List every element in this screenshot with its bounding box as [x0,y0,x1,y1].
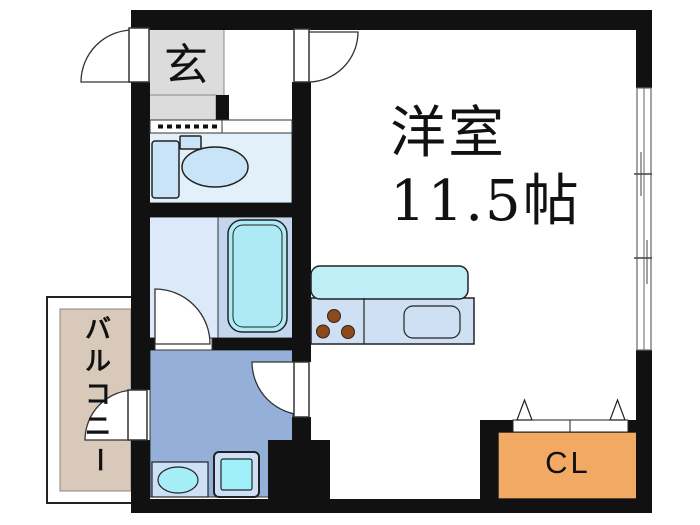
main-room-name: 洋室 [390,101,506,166]
wall-divider-seg3 [292,417,311,440]
bathtub [227,219,288,333]
balcony-char-4: ニ [84,411,111,442]
kitchen [310,265,475,345]
wall-divider-seg1 [292,22,311,28]
toilet-door-band [149,119,293,134]
kitchen-counter-top [310,265,469,300]
wall-bath-wash-left [150,338,155,350]
wall-bath-wash-right [212,338,292,350]
closet-label: CL [545,445,591,480]
mainroom-door [293,28,359,83]
washroom-door-leaf [293,361,310,418]
closet-door-triangle-right [609,398,626,421]
kitchen-sink [403,305,461,339]
closet-doors [512,398,629,433]
entrance-door [80,27,150,83]
balcony-label: バ ル コ ニ ー [81,315,115,473]
wall-right-top [636,10,652,88]
wall-right-bottom [636,350,652,512]
walls [131,10,652,513]
wall-pipe-block [268,440,330,502]
toilet-bowl [181,146,249,188]
toilet-fixture [151,135,249,199]
washstand-basin [157,466,199,494]
mainroom-door-leaf [293,28,310,83]
toilet-flush-box [179,135,202,150]
main-room-size: 11.5帖 [390,169,581,235]
balcony-char-1: バ [84,315,111,345]
wall-closet-left [480,420,498,499]
washing-machine-pan [213,451,260,498]
washstand [151,461,209,498]
wall-left-seg1 [131,10,150,28]
balcony-door [84,389,148,441]
entrance-label: 玄 [164,40,208,91]
wall-closet-stub-right [628,420,636,432]
wall-toilet-bath [150,203,292,217]
wall-left-seg2 [131,82,150,390]
bathroom-door-arc [154,288,211,345]
washroom-door [251,361,310,418]
balcony-char-5: ー [83,446,114,473]
toilet-tank [151,140,180,199]
stove-burners [316,309,355,339]
wall-genkan-stub [216,95,229,121]
wall-closet-stub-left [498,420,513,432]
entrance-floor [147,22,225,121]
balcony-char-3: コ [84,379,111,410]
mainroom-door-arc [307,31,359,83]
closet-door-triangle-left [516,398,533,421]
wall-left-seg3 [131,440,150,512]
wall-bottom [131,499,652,513]
balcony-door-leaf [127,389,148,441]
main-room-label: 洋室 11.5帖 [390,100,650,237]
bathroom-door [154,288,211,345]
window [634,87,652,351]
wall-top [131,10,652,30]
wall-divider-seg2 [292,82,311,362]
balcony-char-2: ル [84,347,111,378]
entrance-door-arc [80,29,134,83]
entrance-door-leaf [128,27,150,83]
